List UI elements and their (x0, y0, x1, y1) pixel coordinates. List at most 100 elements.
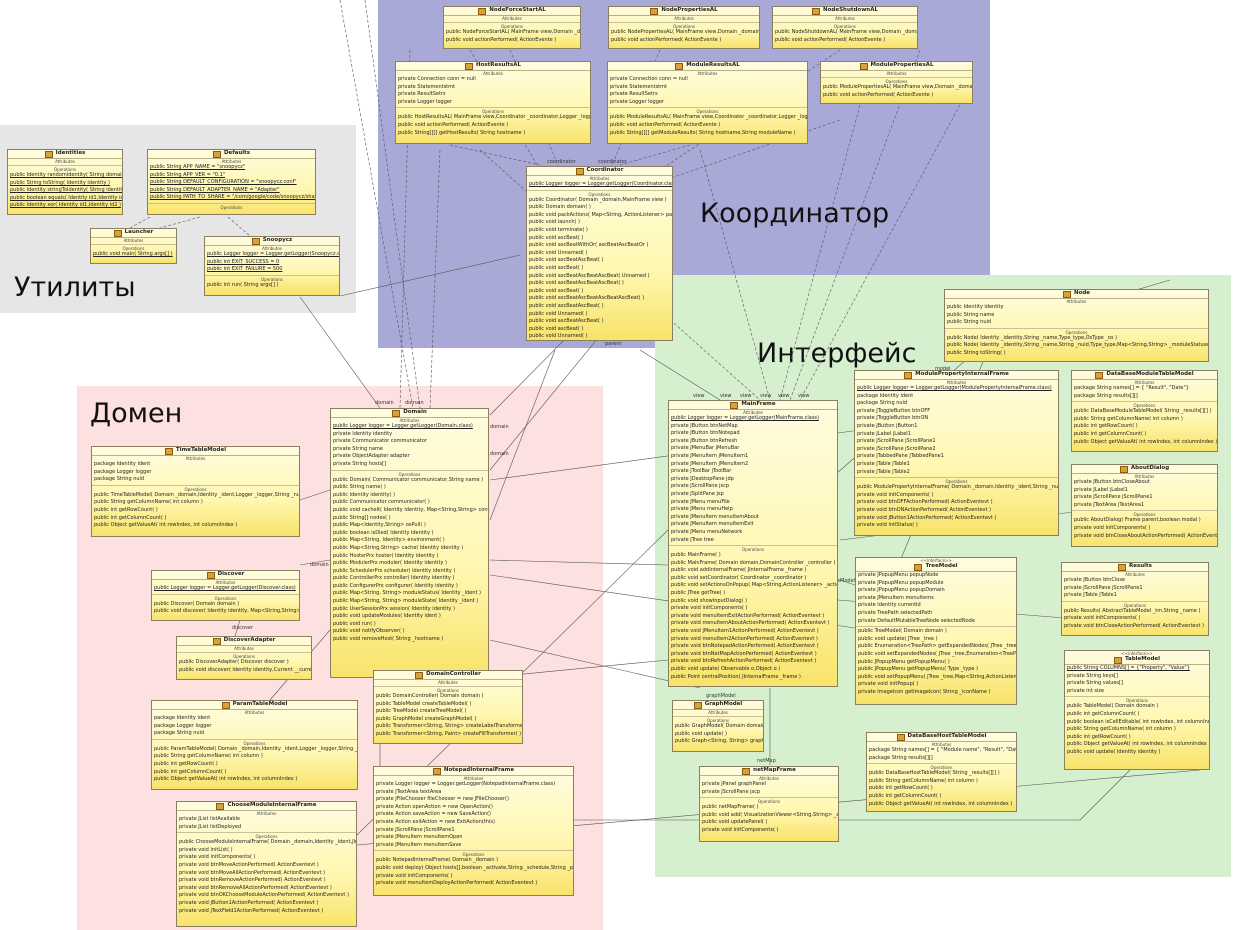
class-icon (212, 637, 221, 645)
operations-header: Operations (696, 109, 719, 115)
operations-header: Operations (1065, 329, 1088, 335)
class-icon (1119, 465, 1128, 473)
class-graph-model[interactable]: GraphModel Attributes Operations public … (672, 700, 764, 752)
operation: public void update( ) (675, 730, 727, 737)
attribute: private JTable jTable2 (857, 468, 910, 475)
operation: public void terminate( ) (529, 226, 588, 233)
class-node-properties-al[interactable]: NodePropertiesAL Attributes Operations p… (608, 6, 760, 49)
class-net-map-frame[interactable]: netMapFrame Attributes private JPanel gr… (699, 766, 839, 842)
attribute: package Logger logger (154, 722, 212, 729)
operation: private void jButton1ActionPerformed( Ac… (179, 899, 319, 906)
class-host-results-al[interactable]: HostResultsAL Attributes private Connect… (395, 61, 591, 144)
operation: public String getColumnName( int column … (869, 777, 978, 784)
attribute: private Connection conn = null (610, 76, 688, 82)
attribute: private Logger logger (398, 98, 453, 105)
operation: public Map<String, Identity> environment… (333, 537, 445, 544)
class-domain-controller[interactable]: DomainController Attributes Operations p… (373, 670, 523, 744)
operation: public TimeTableModel( Domain _domain,Id… (94, 491, 300, 498)
attributes-header: Attributes (234, 646, 254, 651)
operation: public Discover( Domain domain ) (154, 600, 240, 607)
attribute: private JScrollPane jScrollPane1 (857, 438, 936, 445)
attributes-header: Attributes (438, 680, 458, 685)
attribute: private ResultSetrs (398, 91, 446, 98)
operation: public void ascBeat( ) (529, 234, 584, 241)
class-coordinator[interactable]: Coordinator Attributes public Logger log… (526, 166, 673, 341)
operations-header: Operations (945, 479, 968, 485)
operation: public ModulerPrx moduler( Identity iden… (333, 560, 447, 567)
class-defaults[interactable]: Defaults Attributes public String APP_NA… (147, 149, 316, 215)
attributes-header: Attributes (835, 16, 855, 21)
operation: public Object getValueAt( int rowIndex, … (94, 522, 238, 529)
operation: public String[][] getModuleResults( Stri… (610, 129, 796, 136)
operation: public Coordinator( Domain _domain,MainF… (529, 196, 667, 203)
operation: public int getRowCount( ) (1074, 423, 1138, 430)
operation: public Communicator communicator( ) (333, 499, 430, 506)
operation: public String getColumnName( int column … (1074, 415, 1183, 422)
operation: public AboutDialog( Frame parent,boolean… (1074, 517, 1201, 524)
utilities-label: Утилиты (14, 272, 136, 303)
class-module-property-internal-frame[interactable]: ModulePropertyInternalFrame Attributes p… (854, 370, 1059, 536)
class-node-shutdown-al[interactable]: NodeShutdownAL Attributes Operations pub… (772, 6, 918, 49)
operation: public void ascBeatAscBeatAscBeat( Unnam… (529, 272, 650, 279)
class-node[interactable]: Node Attributes public Identity identity… (944, 289, 1209, 362)
class-icon (212, 150, 221, 158)
class-module-properties-al[interactable]: ModulePropertiesAL Attributes Operations… (820, 61, 973, 104)
class-about-dialog[interactable]: AboutDialog Attributes private JButton b… (1071, 464, 1218, 547)
attribute: private JToolBar jToolBar (671, 468, 732, 475)
class-title: Coordinator (527, 167, 672, 176)
class-database-host-table-model[interactable]: DataBaseHostTableModel Attributes packag… (866, 732, 1017, 812)
operation: public Graph<String, String> graph( ) (675, 738, 764, 745)
class-choose-module-internal-frame[interactable]: ChooseModuleInternalFrame Attributes pri… (176, 801, 357, 927)
attribute: private JMenuItem jMenuItem1 (671, 452, 749, 459)
interface-label: Интерфейс (757, 338, 917, 369)
class-node-force-start-al[interactable]: NodeForceStartAL Attributes Operations p… (443, 6, 581, 49)
class-title: Identities (8, 150, 122, 159)
class-time-table-model[interactable]: TimeTableModel Attributes package Identi… (91, 446, 300, 537)
class-discover[interactable]: Discover Attributes public Logger logger… (151, 570, 300, 621)
operation: public void main( String args[] ) (93, 251, 173, 257)
class-icon (465, 62, 473, 70)
operation: public int getRowCount( ) (869, 785, 933, 792)
class-module-results-al[interactable]: ModuleResultsAL Attributes private Conne… (607, 61, 808, 144)
operations-header: Operations (501, 24, 523, 29)
operation: public HostResultsAL( MainFrame view,Coo… (398, 114, 591, 121)
operation: public Results( AbstractTableModel _tm,S… (1064, 607, 1201, 614)
operations-header: Operations (742, 547, 764, 553)
class-param-table-model[interactable]: ParamTableModel Attributes package Ident… (151, 700, 358, 790)
attribute: public Identity identity (947, 304, 1004, 310)
class-title: TreeModel (856, 563, 1016, 572)
class-title: AboutDialog (1072, 465, 1217, 474)
class-database-module-table-model[interactable]: DataBaseModuleTableModel Attributes pack… (1071, 370, 1218, 452)
attribute: private JButton jButton1 (857, 422, 918, 429)
operation: public void Unnamed( ) (529, 249, 588, 256)
operation: private void btnRemoveAllActionPerformed… (179, 884, 332, 891)
class-table-model[interactable]: <<interface>> TableModel public String C… (1064, 650, 1210, 770)
attribute: private JToggleButton btnON (857, 415, 929, 422)
operation: public JTree getTree( ) (671, 590, 726, 597)
attribute: public String DEFAULT_ADAPTER_NAME = "Ad… (150, 186, 280, 193)
class-notepad-internal-frame[interactable]: NotepadInternalFrame Attributes private … (373, 766, 574, 896)
attribute: private JFileChooser fileChooser = new J… (376, 796, 509, 803)
class-snoopycz[interactable]: Snoopycz Attributes public Logger logger… (204, 236, 340, 296)
attribute: private String hosts[] (333, 460, 387, 467)
class-name: TableModel (1124, 656, 1161, 663)
operation: private void btnOFFActionPerformed( Acti… (857, 499, 993, 506)
class-tree-model[interactable]: <<interface>> TreeModel private JPopupMe… (855, 557, 1017, 705)
attribute: package String names[] = { "Result", "Da… (1074, 385, 1189, 391)
class-results[interactable]: Results Attributes private JButton btnCl… (1061, 562, 1209, 636)
class-domain[interactable]: Domain Attributes public Logger logger =… (330, 408, 489, 678)
operation: private void btnOKChooseModuleActionPerf… (179, 892, 349, 899)
class-identities[interactable]: Identities Attributes Operations public … (7, 149, 123, 215)
attribute: private ObjectAdapter adapter (333, 453, 410, 460)
class-icon (914, 563, 923, 571)
class-mainframe[interactable]: MainFrame Attributes public Logger logge… (668, 400, 838, 687)
class-name: Identities (55, 150, 86, 157)
operation: public JPopupMenu getPopupMenu( Type _ty… (858, 666, 979, 673)
class-discover-adapter[interactable]: DiscoverAdapter Attributes Operations pu… (176, 636, 312, 680)
operation: public ParamTableModel( Domain _domain,I… (154, 745, 358, 752)
operations-header: Operations (462, 852, 485, 858)
operation: public void ascBeat( ) (529, 325, 584, 332)
operation: public DiscoverAdapter( Discover discove… (179, 659, 289, 665)
class-name: Discover (217, 571, 245, 578)
class-launcher[interactable]: Launcher Attributes Operations public vo… (90, 228, 177, 264)
